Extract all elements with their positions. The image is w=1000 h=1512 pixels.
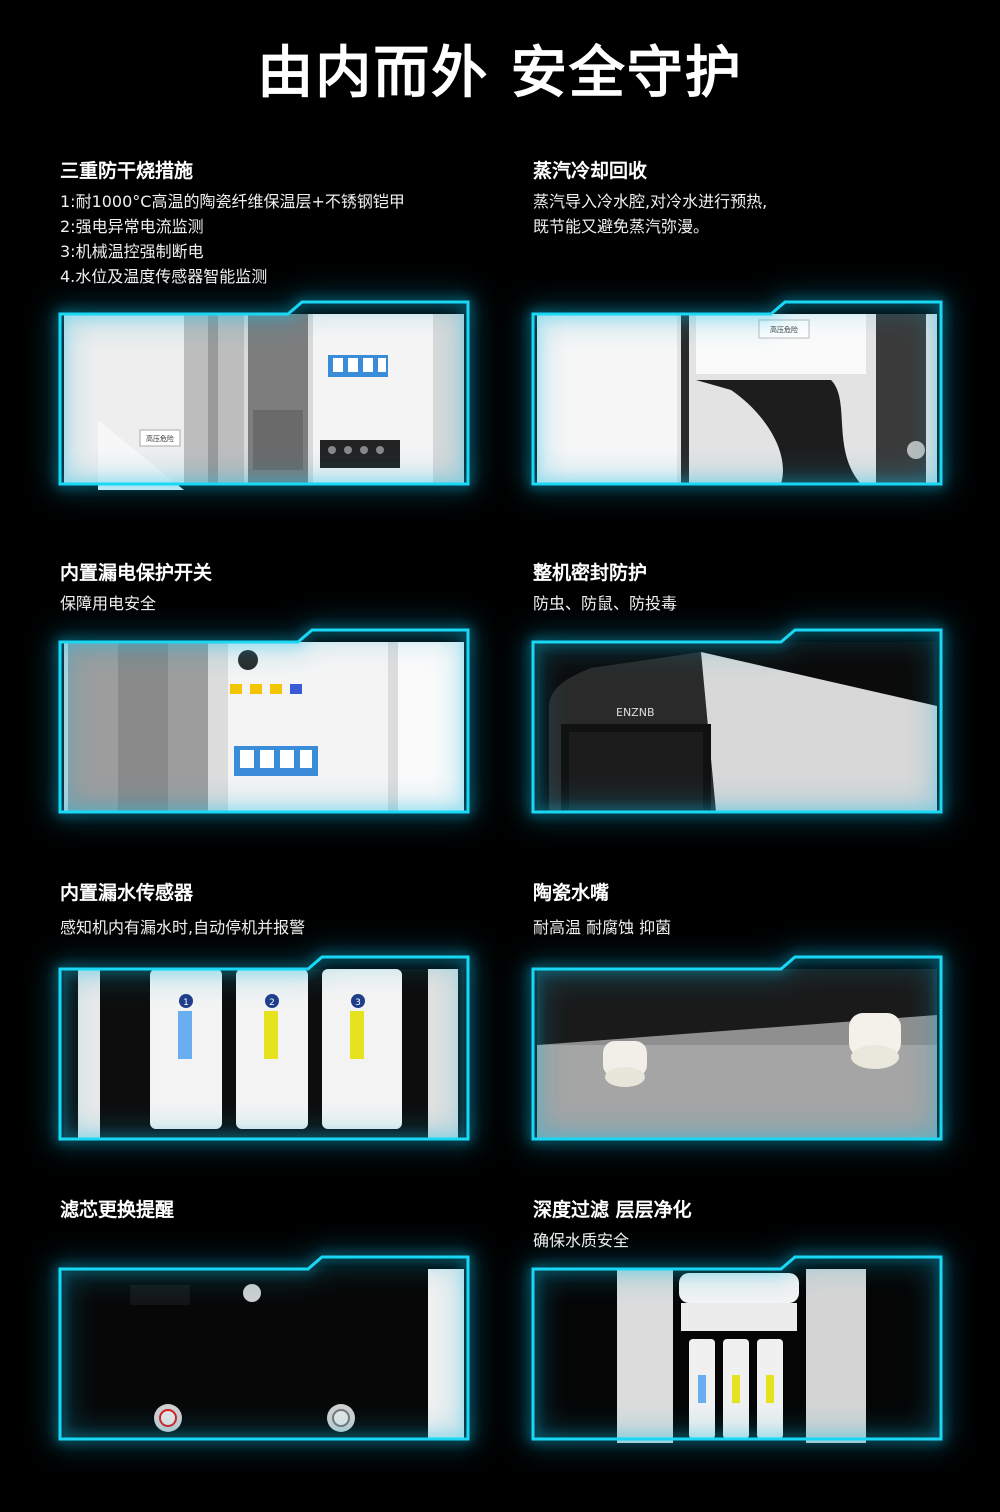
warning-label: 高压危险 [770, 325, 798, 334]
feature-filter-reminder: 滤芯更换提醒 [60, 1195, 174, 1222]
feature-title: 陶瓷水嘴 [533, 882, 610, 904]
feature-line: 保障用电安全 [60, 594, 157, 613]
ceramic-nozzle-1 [603, 1041, 647, 1087]
feature-line: 防虫、防鼠、防投毒 [533, 594, 678, 613]
feature-title: 深度过滤 层层净化 [533, 1199, 692, 1221]
feature-deep-filtration: 深度过滤 层层净化 确保水质安全 [533, 1195, 692, 1253]
ro-membrane [679, 1273, 799, 1303]
brand-logo: ENZNB [616, 706, 655, 719]
ceramic-nozzle-2 [849, 1013, 901, 1069]
feature-line: 耐高温 耐腐蚀 抑菌 [533, 918, 672, 937]
image-panel-filtration [531, 1255, 943, 1443]
feature-steam-recovery: 蒸汽冷却回收 蒸汽导入冷水腔,对冷水进行预热, 既节能又避免蒸汽弥漫。 [533, 156, 767, 239]
feature-title: 内置漏水传感器 [60, 882, 194, 904]
terminal-block [320, 440, 400, 468]
image-panel-front [58, 1255, 470, 1443]
leakage-breaker [234, 746, 318, 776]
feature-sealed-protection: 整机密封防护 防虫、防鼠、防投毒 [533, 558, 677, 616]
filter-cartridge-2: 2 [236, 969, 308, 1129]
feature-title: 滤芯更换提醒 [60, 1199, 175, 1221]
image-panel-internals: 高压危险 [58, 300, 470, 490]
feature-ceramic-faucet: 陶瓷水嘴 耐高温 耐腐蚀 抑菌 [533, 878, 671, 940]
image-panel-steam: 高压危险 [531, 300, 943, 488]
feature-line: 感知机内有漏水时,自动停机并报警 [60, 918, 306, 937]
page-title: 由内而外 安全守护 [257, 41, 743, 106]
warning-label: 高压危险 [146, 434, 174, 443]
feature-line: 既节能又避免蒸汽弥漫。 [533, 217, 710, 236]
feature-title: 蒸汽冷却回收 [533, 160, 648, 182]
filter-number: 1 [183, 998, 189, 1008]
indicator-light [243, 1284, 261, 1302]
feature-dry-burn-protection: 三重防干烧措施 1:耐1000°C高温的陶瓷纤维保温层+不锈钢铠甲 2:强电异常… [60, 156, 405, 289]
filter-cartridge-3: 3 [322, 969, 402, 1129]
breaker-switch [328, 355, 388, 377]
image-panel-faucet [531, 955, 943, 1143]
image-panel-machine: ENZNB [531, 628, 943, 816]
feature-line: 确保水质安全 [533, 1231, 630, 1250]
feature-title: 三重防干烧措施 [60, 160, 194, 182]
feature-line: 3:机械温控强制断电 [60, 242, 204, 261]
filter-cartridge-1: 1 [150, 969, 222, 1129]
feature-line: 4.水位及温度传感器智能监测 [60, 267, 268, 286]
breaker-labels [230, 684, 302, 694]
image-panel-filters: 1 2 3 [58, 955, 470, 1143]
feature-title: 整机密封防护 [533, 562, 648, 584]
feature-line: 蒸汽导入冷水腔,对冷水进行预热, [533, 192, 768, 211]
feature-line: 2:强电异常电流监测 [60, 217, 204, 236]
feature-leakage-switch: 内置漏电保护开关 保障用电安全 [60, 558, 212, 616]
filter-number: 2 [269, 998, 275, 1008]
feature-leak-sensor: 内置漏水传感器 感知机内有漏水时,自动停机并报警 [60, 878, 305, 940]
image-panel-breaker [58, 628, 470, 816]
feature-title: 内置漏电保护开关 [60, 562, 213, 584]
feature-line: 1:耐1000°C高温的陶瓷纤维保温层+不锈钢铠甲 [60, 192, 405, 211]
filter-number: 3 [355, 998, 361, 1008]
